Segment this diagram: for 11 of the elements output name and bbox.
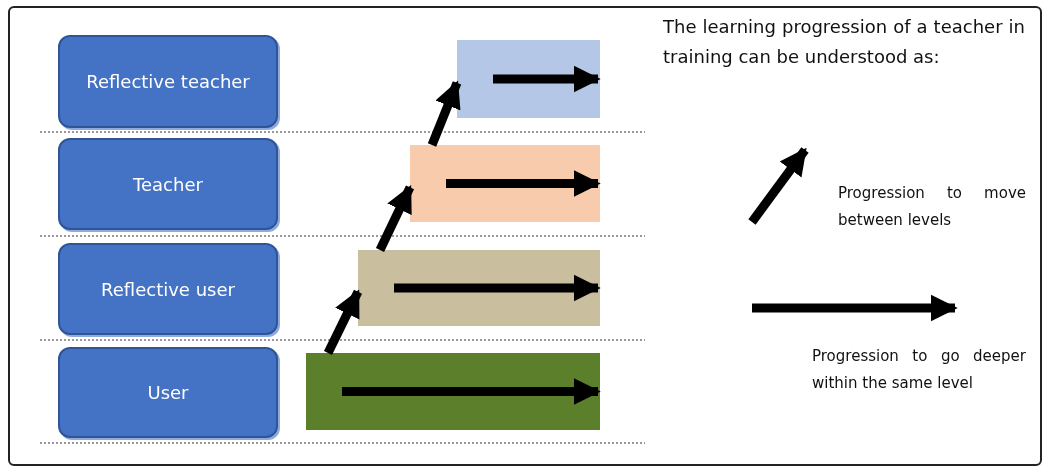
level-box: Reflective user xyxy=(58,243,278,335)
arrow xyxy=(323,289,363,355)
legend-text: Progression to move between levels xyxy=(838,183,1026,231)
intro-text: The learning progression of a teacher in training can be understood as: xyxy=(663,15,1025,69)
arrow xyxy=(375,184,415,252)
level-box: Teacher xyxy=(58,138,278,230)
level-bar xyxy=(457,40,600,118)
legend-text: Progression to go deeper within the same level xyxy=(812,346,1026,394)
level-box: Reflective teacher xyxy=(58,35,278,128)
level-box: User xyxy=(58,347,278,438)
arrow xyxy=(427,80,462,147)
